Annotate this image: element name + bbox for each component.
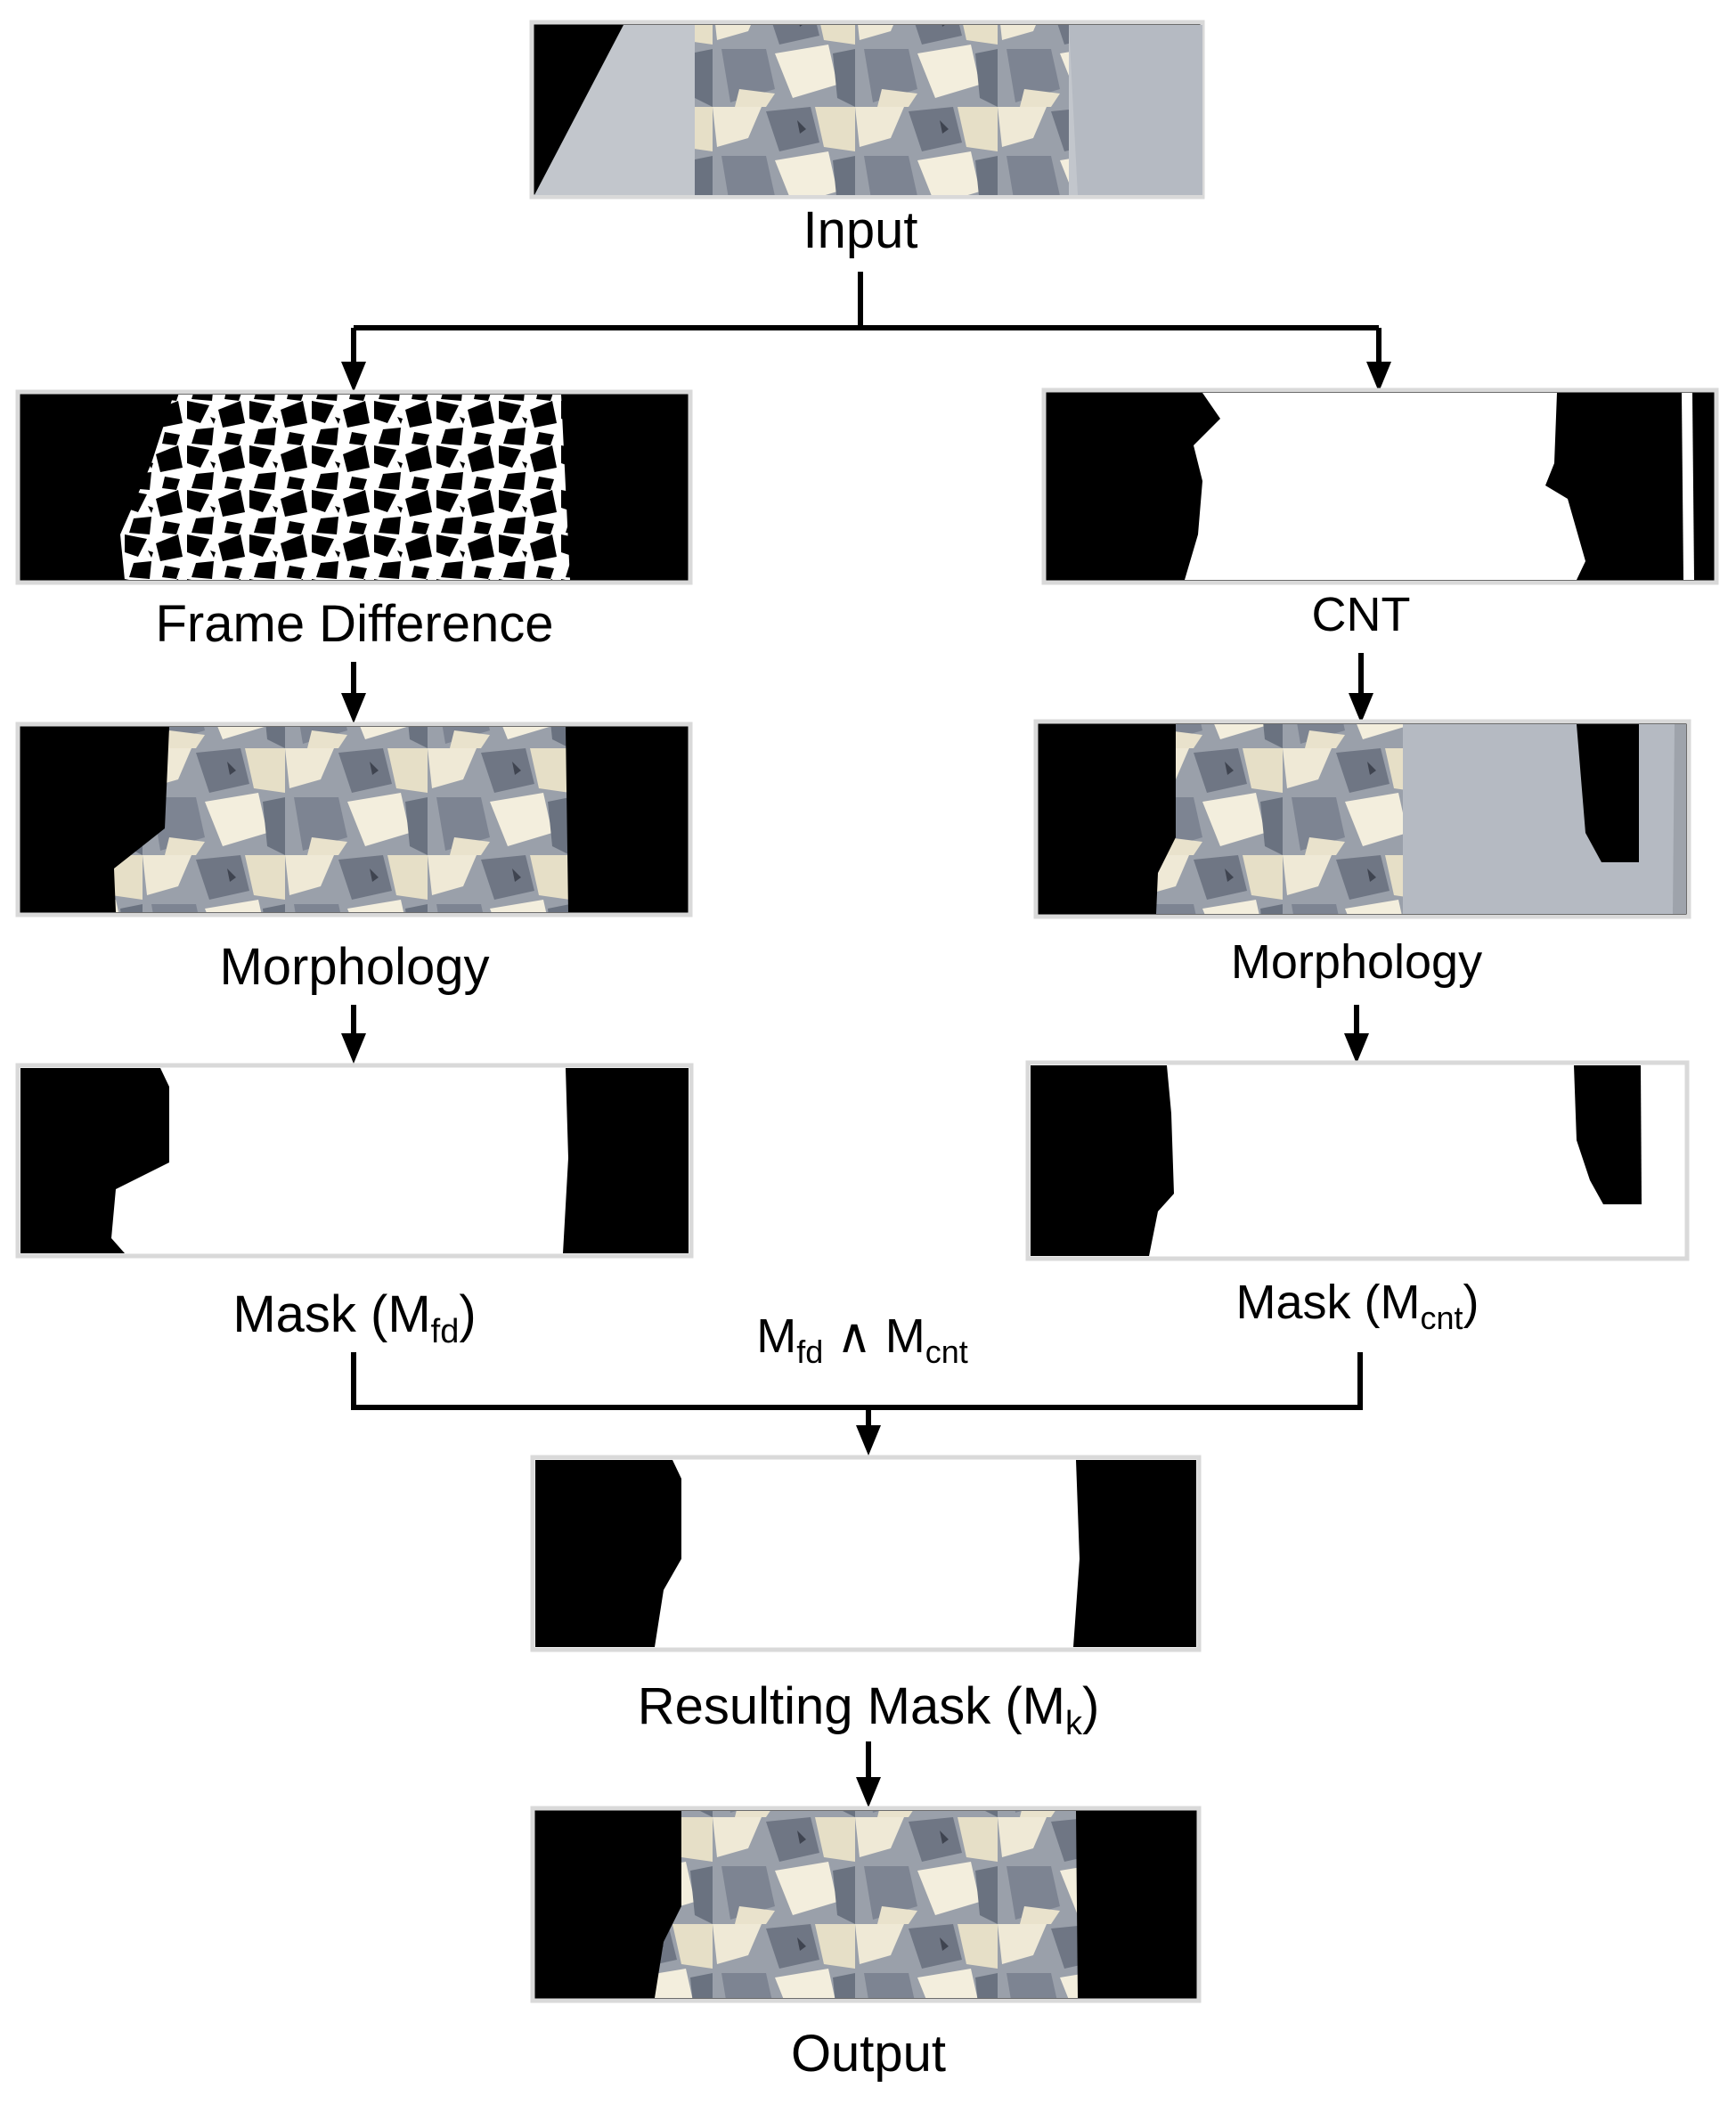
mask-cnt-label: Mask (Mcnt) bbox=[1236, 1276, 1479, 1336]
arrowheads bbox=[341, 362, 1391, 1807]
arrowhead-icon bbox=[341, 362, 366, 392]
mask-fd-image bbox=[15, 1063, 694, 1259]
arrowhead-icon bbox=[856, 1425, 881, 1456]
mask-merge-connector bbox=[351, 1352, 1363, 1427]
arrowhead-icon bbox=[341, 1033, 366, 1064]
morphology-left-label: Morphology bbox=[219, 938, 489, 996]
input-image bbox=[529, 20, 1205, 200]
mask-fd-label: Mask (Mfd) bbox=[232, 1285, 476, 1350]
arrowhead-icon bbox=[1344, 1033, 1369, 1064]
frame-difference-image bbox=[15, 389, 693, 585]
mask-cnt-image bbox=[1025, 1060, 1690, 1261]
morphology-left-image bbox=[15, 722, 693, 917]
morphology-right-image bbox=[1033, 719, 1691, 919]
and-operation-label: Mfd ∧ Mcnt bbox=[756, 1309, 968, 1370]
arrowhead-icon bbox=[1349, 693, 1373, 723]
arrowhead-icon bbox=[341, 693, 366, 723]
arrowhead-icon bbox=[1366, 362, 1391, 392]
resulting-mask-label: Resulting Mask (Mk) bbox=[638, 1677, 1100, 1742]
input-split-connector bbox=[351, 272, 1381, 363]
input-label: Input bbox=[803, 201, 918, 259]
cnt-label: CNT bbox=[1312, 588, 1411, 641]
resulting-mask-image bbox=[530, 1455, 1202, 1652]
connector-lines bbox=[351, 272, 1381, 1779]
morphology-right-label: Morphology bbox=[1231, 935, 1482, 989]
output-label: Output bbox=[791, 2025, 946, 2083]
frame-difference-label: Frame Difference bbox=[156, 595, 554, 653]
cnt-image bbox=[1041, 387, 1719, 585]
output-image bbox=[530, 1806, 1202, 2003]
arrowhead-icon bbox=[856, 1777, 881, 1807]
